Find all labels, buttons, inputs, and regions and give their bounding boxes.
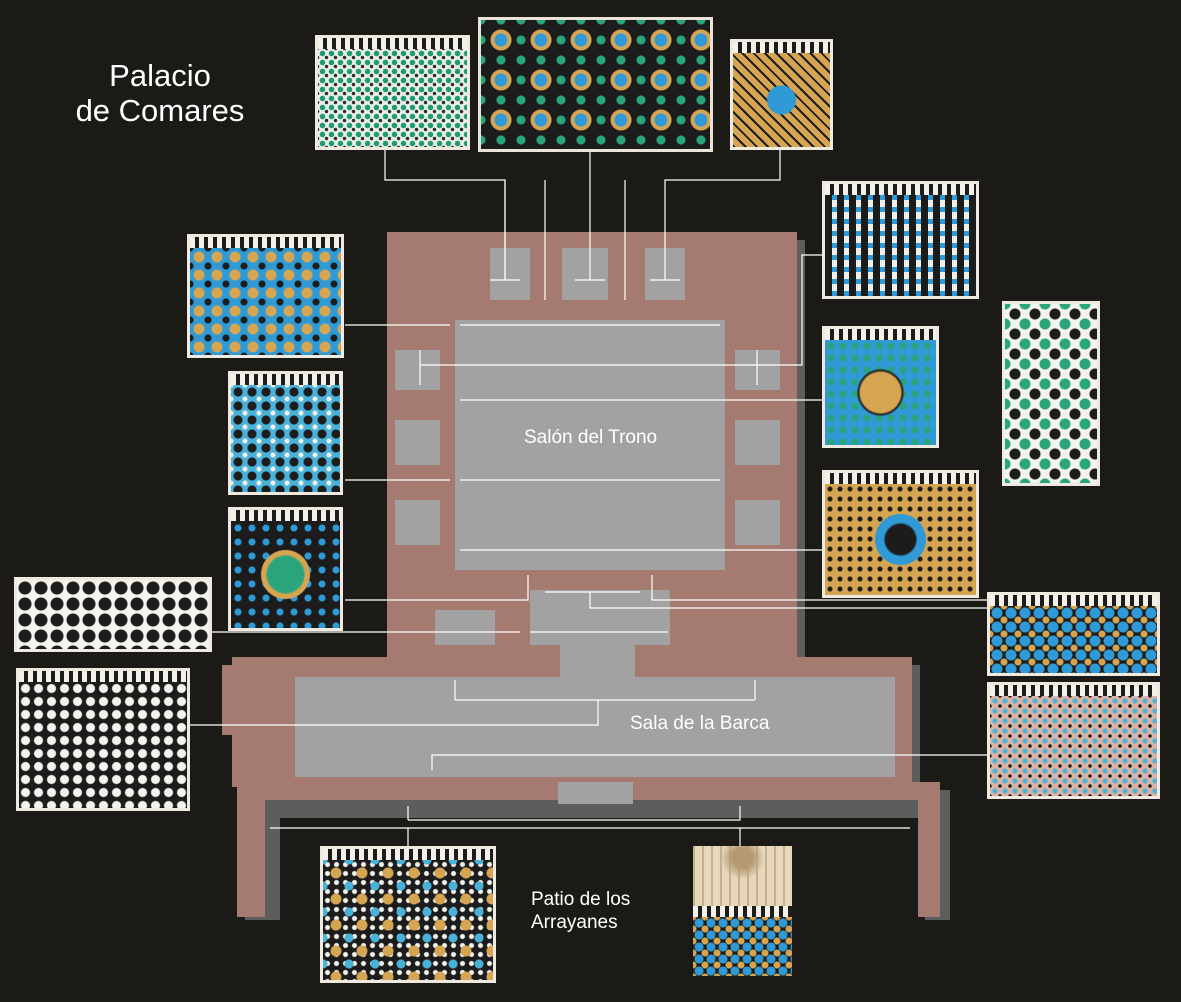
barca-room-label: Sala de la Barca [630,713,770,734]
tile-pattern [231,385,340,492]
barca-room-floor [295,677,895,777]
tile-panel-pink-lattice [987,682,1160,799]
tile-pattern [17,580,209,649]
tile-pattern [481,20,710,149]
tile-panel-stucco-arcade [693,846,792,976]
page-title: Palacio de Comares [70,58,250,128]
tile-panel-multicolor-star [187,234,344,358]
frieze-band [825,184,976,195]
frieze-band [323,849,493,860]
tile-panel-dark-star-square [228,507,343,631]
frieze-band [990,595,1157,606]
tile-panel-green-black-tessellation [1002,301,1100,486]
throne-room-floor [455,320,725,570]
tile-panel-green-lattice [315,35,470,150]
frieze-band [19,671,187,682]
frieze-band [990,685,1157,696]
frieze-band [231,510,340,521]
tile-panel-ochre-square [730,39,833,150]
frieze-band [825,329,936,340]
tile-panel-rosette-square [822,326,939,448]
tile-pattern [1005,304,1097,483]
frieze-band [825,473,976,484]
tile-panel-star-rosettes [478,17,713,152]
tile-panel-patio-triangles [320,846,496,983]
tile-pattern [19,682,187,808]
patio-label-line-2: Arrayanes [531,912,618,933]
frieze-band [231,374,340,385]
stucco-relief [693,846,792,906]
tile-pattern [825,484,976,595]
title-line-2: de Comares [75,93,245,128]
patio-label-line-1: Patio de los [531,889,631,910]
tile-pattern [733,53,830,147]
leader-lines [190,148,990,848]
title-line-1: Palacio [109,58,211,93]
rooms [295,248,895,804]
frieze-band [733,42,830,53]
tile-pattern [825,340,936,445]
tile-pattern [825,195,976,296]
frieze-band [693,906,792,917]
tile-pattern [190,248,341,355]
tile-pattern [990,696,1157,796]
tile-panel-blue-interlace [822,181,979,299]
tile-panel-blue-star-grid [228,371,343,495]
tile-pattern [318,49,467,147]
frieze-band [318,38,467,49]
tile-panel-black-white-field [16,668,190,811]
tile-panel-blue-green-band [987,592,1160,676]
patio-label: Patio de los Arrayanes [531,888,630,934]
tile-panel-ochre-framed-rosette [822,470,979,598]
tile-pattern [231,521,340,628]
tile-pattern [323,860,493,980]
tile-panel-black-white-stars [14,577,212,652]
frieze-band [190,237,341,248]
tile-pattern [693,917,792,976]
throne-room-label: Salón del Trono [524,427,658,448]
tile-pattern [990,606,1157,673]
